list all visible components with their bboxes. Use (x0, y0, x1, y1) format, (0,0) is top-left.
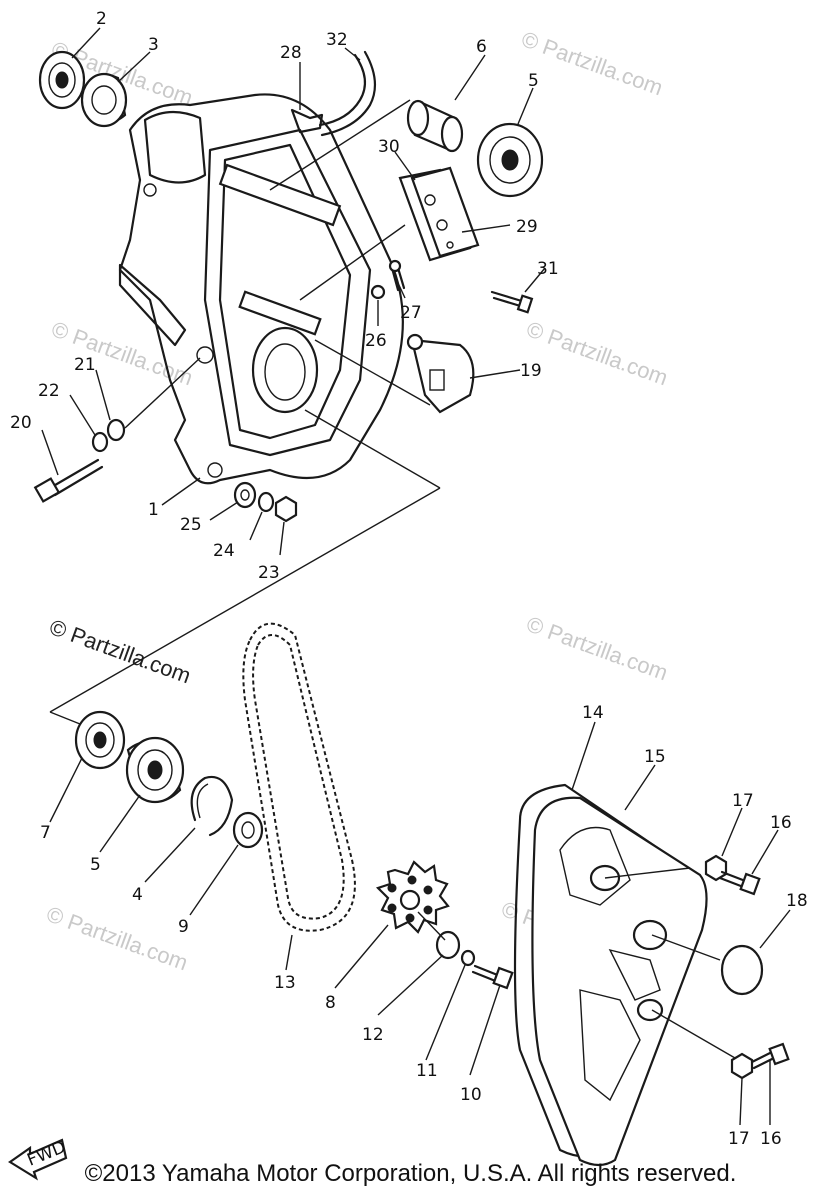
callout-9: 9 (178, 917, 189, 937)
part-11-washer (460, 949, 476, 967)
callout-17-lower: 17 (728, 1129, 750, 1149)
callout-labels: 2 3 28 32 6 5 30 29 31 27 26 19 21 22 20… (10, 9, 808, 1149)
part-23-nut (274, 495, 298, 523)
part-17-nut-upper (704, 854, 728, 882)
callout-20: 20 (10, 413, 32, 433)
callout-10: 10 (460, 1085, 482, 1105)
callout-19: 19 (520, 361, 542, 381)
callout-25: 25 (180, 515, 202, 535)
part-10-bolt (471, 964, 514, 990)
part-19-tensioner (406, 333, 475, 414)
part-15-chain-cover (531, 796, 708, 1167)
part-6-sleeve (406, 99, 464, 153)
callout-13: 13 (274, 973, 296, 993)
callout-3: 3 (148, 35, 159, 55)
watermark: © Partzilla.com (523, 611, 671, 685)
part-5-bearing-lower (125, 736, 185, 804)
watermark: © Partzilla.com (43, 901, 191, 975)
callout-1: 1 (148, 500, 159, 520)
part-17-nut-lower (730, 1052, 754, 1080)
part-29-30-plate (398, 166, 480, 262)
part-7-bearing (74, 710, 126, 770)
part-26-washer (370, 284, 386, 300)
part-16-bolt-upper (718, 870, 761, 896)
callout-5-upper: 5 (528, 71, 539, 91)
part-22-washer (91, 431, 109, 453)
callout-12: 12 (362, 1025, 384, 1045)
callout-18: 18 (786, 891, 808, 911)
callout-4: 4 (132, 885, 143, 905)
copyright-notice: ©2013 Yamaha Motor Corporation, U.S.A. A… (84, 1160, 737, 1187)
callout-28: 28 (280, 43, 302, 63)
callout-5-lower: 5 (90, 855, 101, 875)
part-32-hose (318, 50, 377, 137)
callout-27: 27 (400, 303, 422, 323)
callout-30: 30 (378, 137, 400, 157)
watermark: © Partzilla.com (523, 316, 671, 390)
callout-16-lower: 16 (760, 1129, 782, 1149)
callout-2: 2 (96, 9, 107, 29)
callout-7: 7 (40, 823, 51, 843)
callout-32: 32 (326, 30, 348, 50)
part-5-bearing-upper (476, 122, 544, 198)
part-20-bolt (33, 458, 104, 503)
part-31-screw (490, 290, 534, 314)
part-16-bolt-lower (750, 1042, 790, 1070)
part-27-bolt (388, 259, 406, 292)
part-1-chain-case (118, 93, 404, 485)
part-28-sensor (290, 62, 324, 134)
watermark: © Partzilla.com (518, 26, 666, 100)
watermark-main: © Partzilla.com (46, 614, 194, 688)
part-4-snap-ring (190, 775, 234, 837)
leader-lines-upper (41, 27, 546, 729)
callout-22: 22 (38, 381, 60, 401)
callout-16-upper: 16 (770, 813, 792, 833)
part-13-chain (242, 622, 356, 932)
part-2-bearing (38, 50, 86, 110)
callout-29: 29 (516, 217, 538, 237)
part-24-washer (257, 491, 275, 513)
part-21-washer (106, 418, 126, 442)
callout-8: 8 (325, 993, 336, 1013)
part-3-bearing (80, 72, 128, 128)
part-18-cap (720, 944, 764, 996)
callout-21: 21 (74, 355, 96, 375)
callout-6: 6 (476, 37, 487, 57)
callout-26: 26 (365, 331, 387, 351)
callout-24: 24 (213, 541, 235, 561)
callout-15: 15 (644, 747, 666, 767)
part-25-washer (233, 481, 257, 509)
callout-14: 14 (582, 703, 604, 723)
part-9-collar (232, 811, 264, 849)
part-8-sprocket (375, 860, 450, 934)
leader-lines-lower (49, 721, 791, 1126)
part-12-washer (435, 930, 461, 960)
callout-23: 23 (258, 563, 280, 583)
callout-11: 11 (416, 1061, 438, 1081)
callout-31: 31 (537, 259, 559, 279)
callout-17-upper: 17 (732, 791, 754, 811)
watermark: © Partzilla.com (48, 316, 196, 390)
